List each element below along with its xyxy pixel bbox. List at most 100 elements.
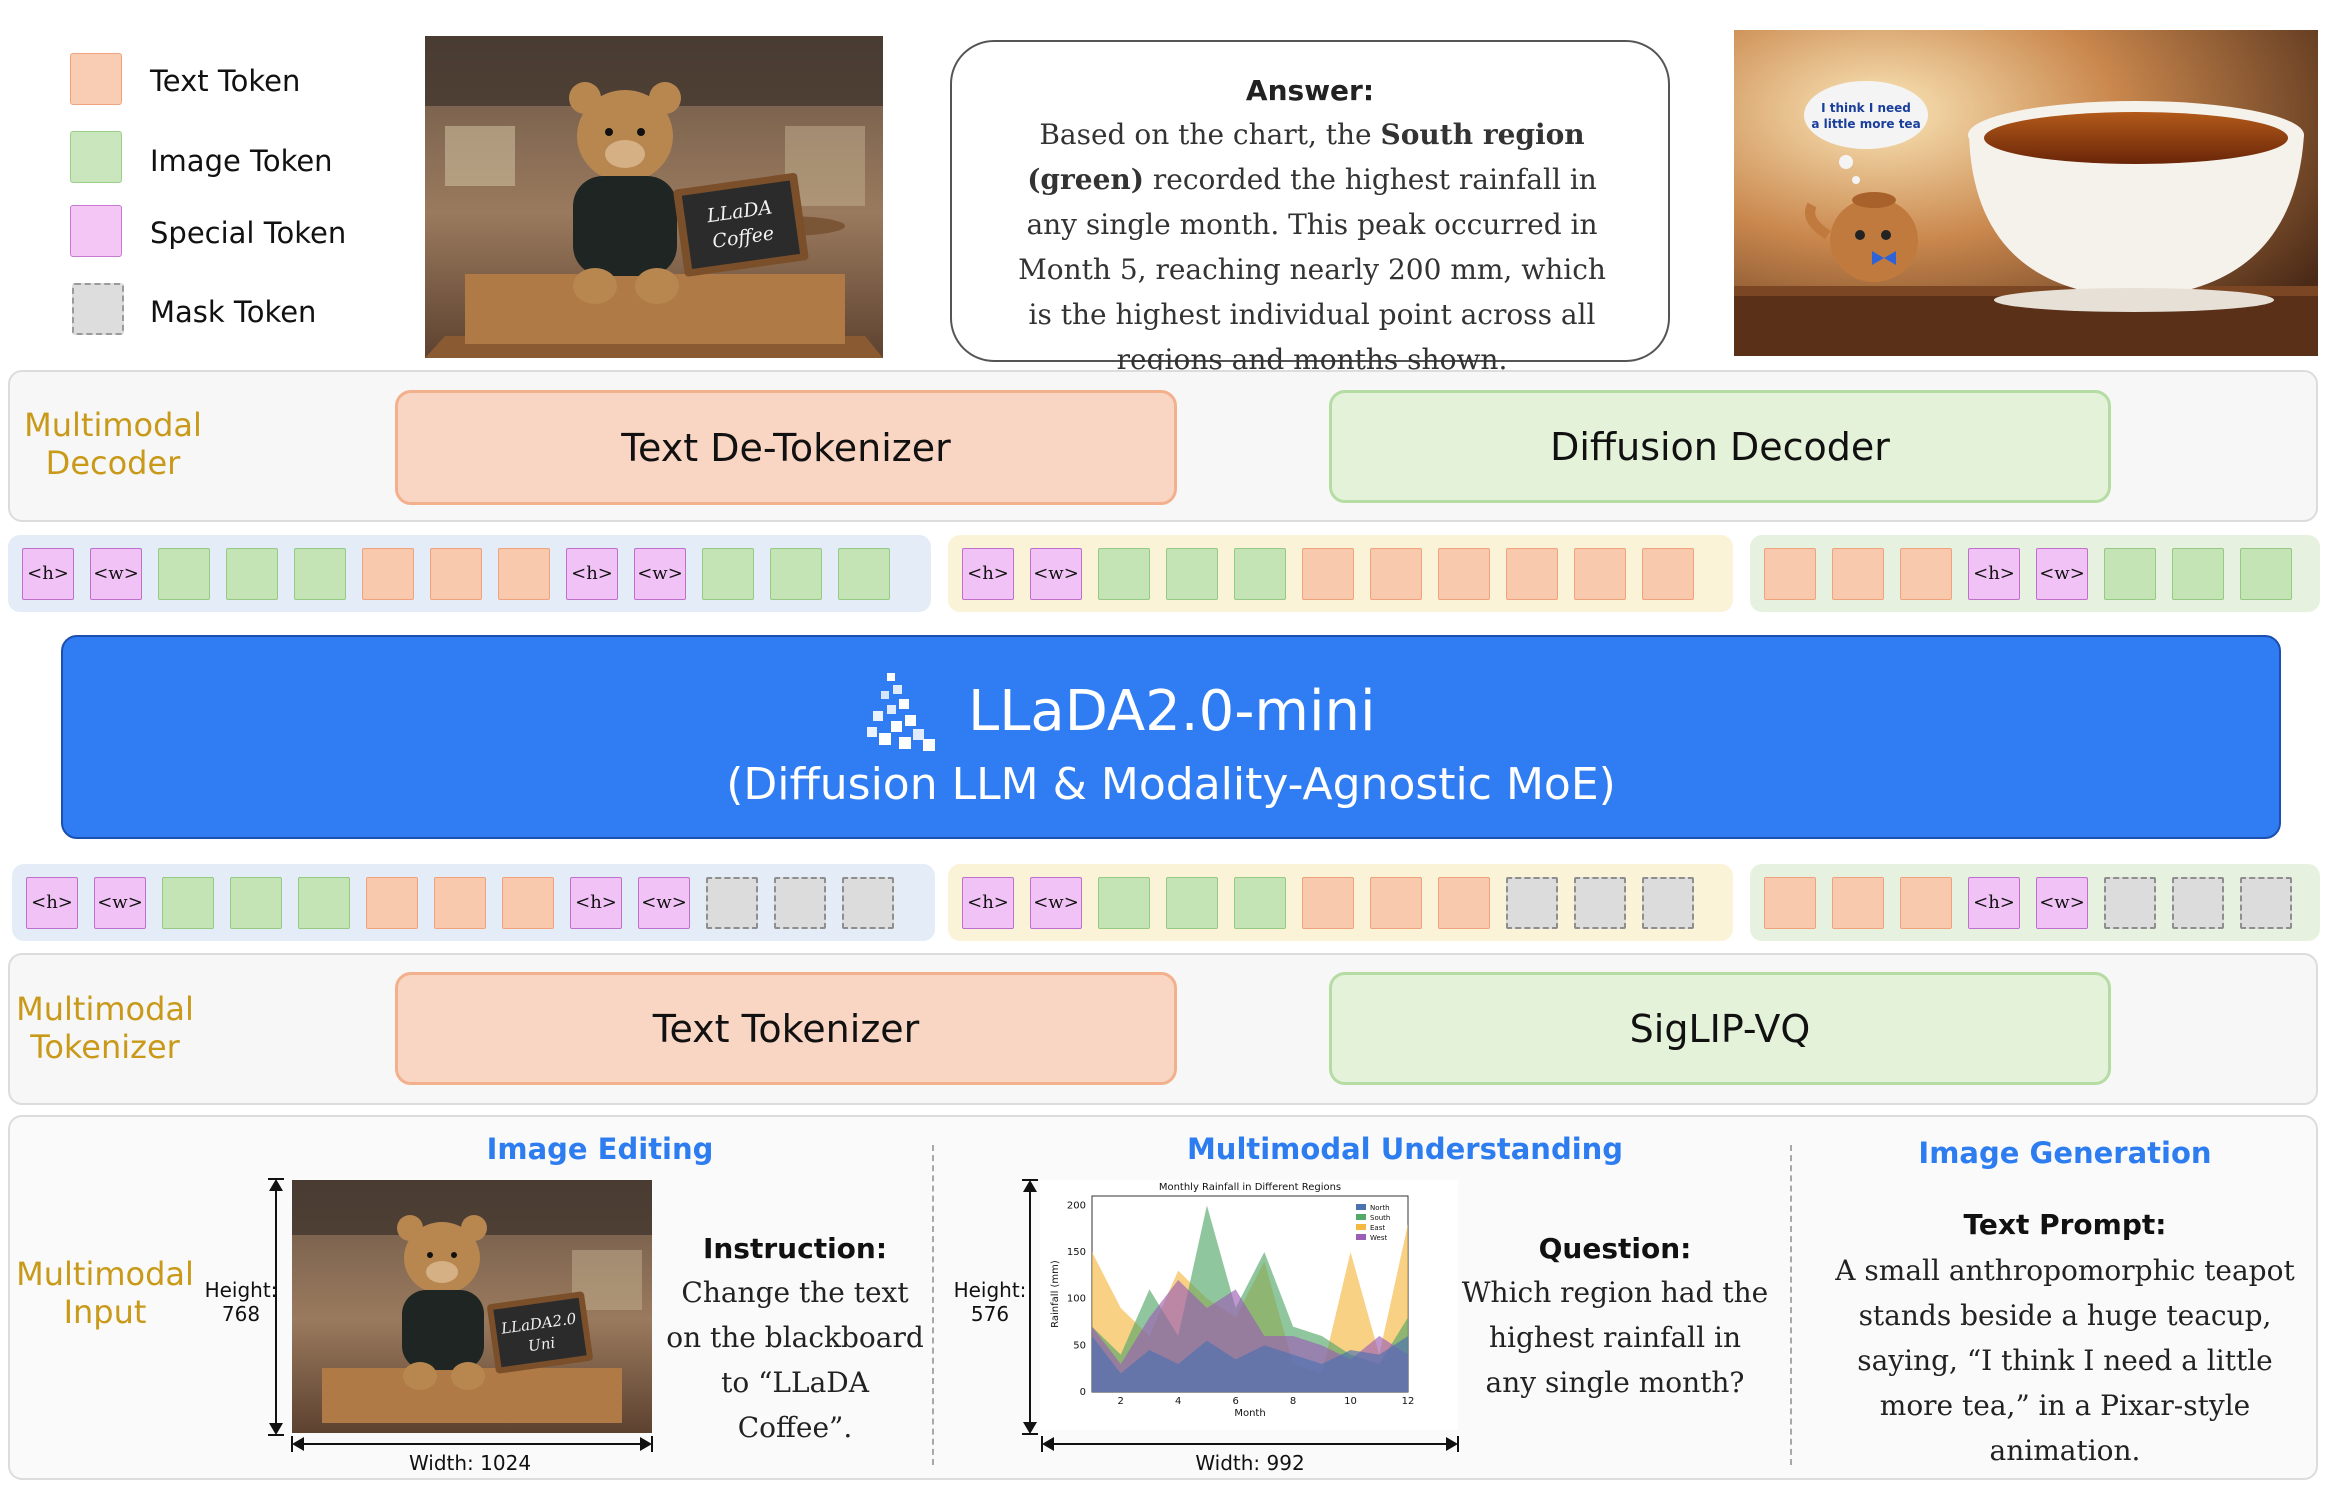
- text-detokenizer-box: Text De-Tokenizer: [395, 390, 1177, 505]
- chart-legend-label: North: [1370, 1204, 1390, 1212]
- token-text: [1832, 876, 1884, 929]
- input-side-label-line1: Multimodal: [16, 1255, 194, 1293]
- edited-teddy-image: LLaDA Coffee: [425, 36, 883, 358]
- chart-xtick-label: 12: [1402, 1396, 1415, 1407]
- chart-area-north: [1092, 1336, 1408, 1392]
- token-mask: [1642, 876, 1694, 929]
- edit-width-label: Width: 1024: [408, 1451, 532, 1475]
- section-divider: [932, 1145, 934, 1465]
- token-image: [838, 547, 890, 600]
- answer-body: Based on the chart, the South region (gr…: [1002, 112, 1622, 382]
- answer-body-pre: Based on the chart, the: [1039, 118, 1381, 151]
- token-image: [226, 547, 278, 600]
- token-mask: [774, 876, 826, 929]
- token-group-top-generation: <h> <w>: [1750, 535, 2320, 612]
- chart-legend-swatch: [1356, 1204, 1366, 1210]
- tokenizer-side-label-line2: Tokenizer: [30, 1028, 180, 1066]
- token-text: [1764, 547, 1816, 600]
- chart-xtick-label: 6: [1232, 1396, 1238, 1407]
- und-height-value: 576: [970, 1302, 1010, 1326]
- token-group-top-editing: <h><w><h><w>: [8, 535, 931, 612]
- token-text: [1764, 876, 1816, 929]
- edit-height-label: Height: 768: [196, 1278, 286, 1326]
- legend-label-image: Image Token: [150, 144, 333, 178]
- token-special-width: <w>: [1030, 547, 1082, 600]
- chart-xtick-label: 2: [1118, 1396, 1124, 1407]
- decoder-side-label-line2: Decoder: [45, 444, 181, 482]
- token-mask: [1574, 876, 1626, 929]
- svg-text:Uni: Uni: [527, 1334, 557, 1356]
- token-text: [1370, 876, 1422, 929]
- token-special-height: <h>: [566, 547, 618, 600]
- chart-legend-label: West: [1370, 1234, 1387, 1242]
- llada-model-name: LLaDA2.0-mini: [968, 679, 1376, 744]
- token-special-height: <h>: [22, 547, 74, 600]
- llada-logo-icon: [867, 673, 935, 751]
- legend-swatch-mask: [72, 283, 124, 335]
- tokenizer-side-label: Multimodal Tokenizer: [0, 990, 210, 1066]
- token-special-height: <h>: [26, 876, 78, 929]
- token-mask: [2172, 876, 2224, 929]
- token-group-bottom-generation: <h><w>: [1750, 864, 2320, 941]
- token-text: [1370, 547, 1422, 600]
- answer-body-post: recorded the highest rainfall in any sin…: [1018, 163, 1606, 376]
- token-image: [294, 547, 346, 600]
- answer-body-bold: South region (green): [1027, 118, 1585, 196]
- chart-xtick-label: 10: [1344, 1396, 1357, 1407]
- token-text: [362, 547, 414, 600]
- generated-teapot-image: I think I need a little more tea: [1734, 30, 2318, 356]
- token-text: [1642, 547, 1694, 600]
- edit-height-arrow-icon: [268, 1178, 284, 1436]
- token-special-width: <w>: [2036, 876, 2088, 929]
- token-image: [1234, 876, 1286, 929]
- und-height-label: Height: 576: [950, 1278, 1030, 1326]
- chart-xlabel: Month: [1234, 1408, 1265, 1419]
- input-side-label-line2: Input: [63, 1293, 147, 1331]
- token-text: [1832, 547, 1884, 600]
- token-image: [230, 876, 282, 929]
- und-width-arrow-icon: [1041, 1436, 1459, 1452]
- und-width-label: Width: 992: [1195, 1451, 1305, 1475]
- token-special-height: <h>: [1968, 547, 2020, 600]
- token-text: [366, 876, 418, 929]
- chart-ylabel: Rainfall (mm): [1050, 1260, 1061, 1328]
- und-height-arrow-icon: [1022, 1179, 1038, 1435]
- token-text: [1506, 547, 1558, 600]
- token-group-top-understanding: <h> <w>: [948, 535, 1733, 612]
- chart-ytick-label: 150: [1067, 1247, 1086, 1258]
- token-text: [430, 547, 482, 600]
- token-special-width: <w>: [638, 876, 690, 929]
- legend: Text Token Image Token Special Token Mas…: [70, 50, 390, 350]
- token-text: [1900, 547, 1952, 600]
- token-text: [1438, 876, 1490, 929]
- instruction-body: Change the text on the blackboard to “LL…: [666, 1276, 924, 1444]
- token-image: [298, 876, 350, 929]
- token-image: [158, 547, 210, 600]
- token-mask: [1506, 876, 1558, 929]
- chart-legend-label: South: [1370, 1214, 1390, 1222]
- token-special-width: <w>: [90, 547, 142, 600]
- legend-label-mask: Mask Token: [150, 295, 317, 329]
- token-special-height: <h>: [570, 876, 622, 929]
- legend-label-text: Text Token: [150, 64, 301, 98]
- token-text: [498, 547, 550, 600]
- token-image: [2172, 547, 2224, 600]
- instruction-title: Instruction:: [702, 1232, 888, 1265]
- token-image: [1166, 547, 1218, 600]
- token-text: [1900, 876, 1952, 929]
- token-image: [1098, 547, 1150, 600]
- token-mask: [842, 876, 894, 929]
- svg-text:a little more tea: a little more tea: [1811, 117, 1920, 131]
- token-special-height: <h>: [962, 547, 1014, 600]
- text-tokenizer-box: Text Tokenizer: [395, 972, 1177, 1085]
- chart-ytick-label: 100: [1067, 1294, 1086, 1305]
- image-generation-title: Image Generation: [1918, 1136, 2212, 1170]
- chart-ytick-label: 200: [1067, 1200, 1086, 1211]
- question-body: Which region had the highest rainfall in…: [1461, 1276, 1769, 1399]
- llada-model-subtitle: (Diffusion LLM & Modality-Agnostic MoE): [726, 759, 1616, 810]
- token-special-width: <w>: [1030, 876, 1082, 929]
- token-special-width: <w>: [2036, 547, 2088, 600]
- token-image: [702, 547, 754, 600]
- token-special-width: <w>: [94, 876, 146, 929]
